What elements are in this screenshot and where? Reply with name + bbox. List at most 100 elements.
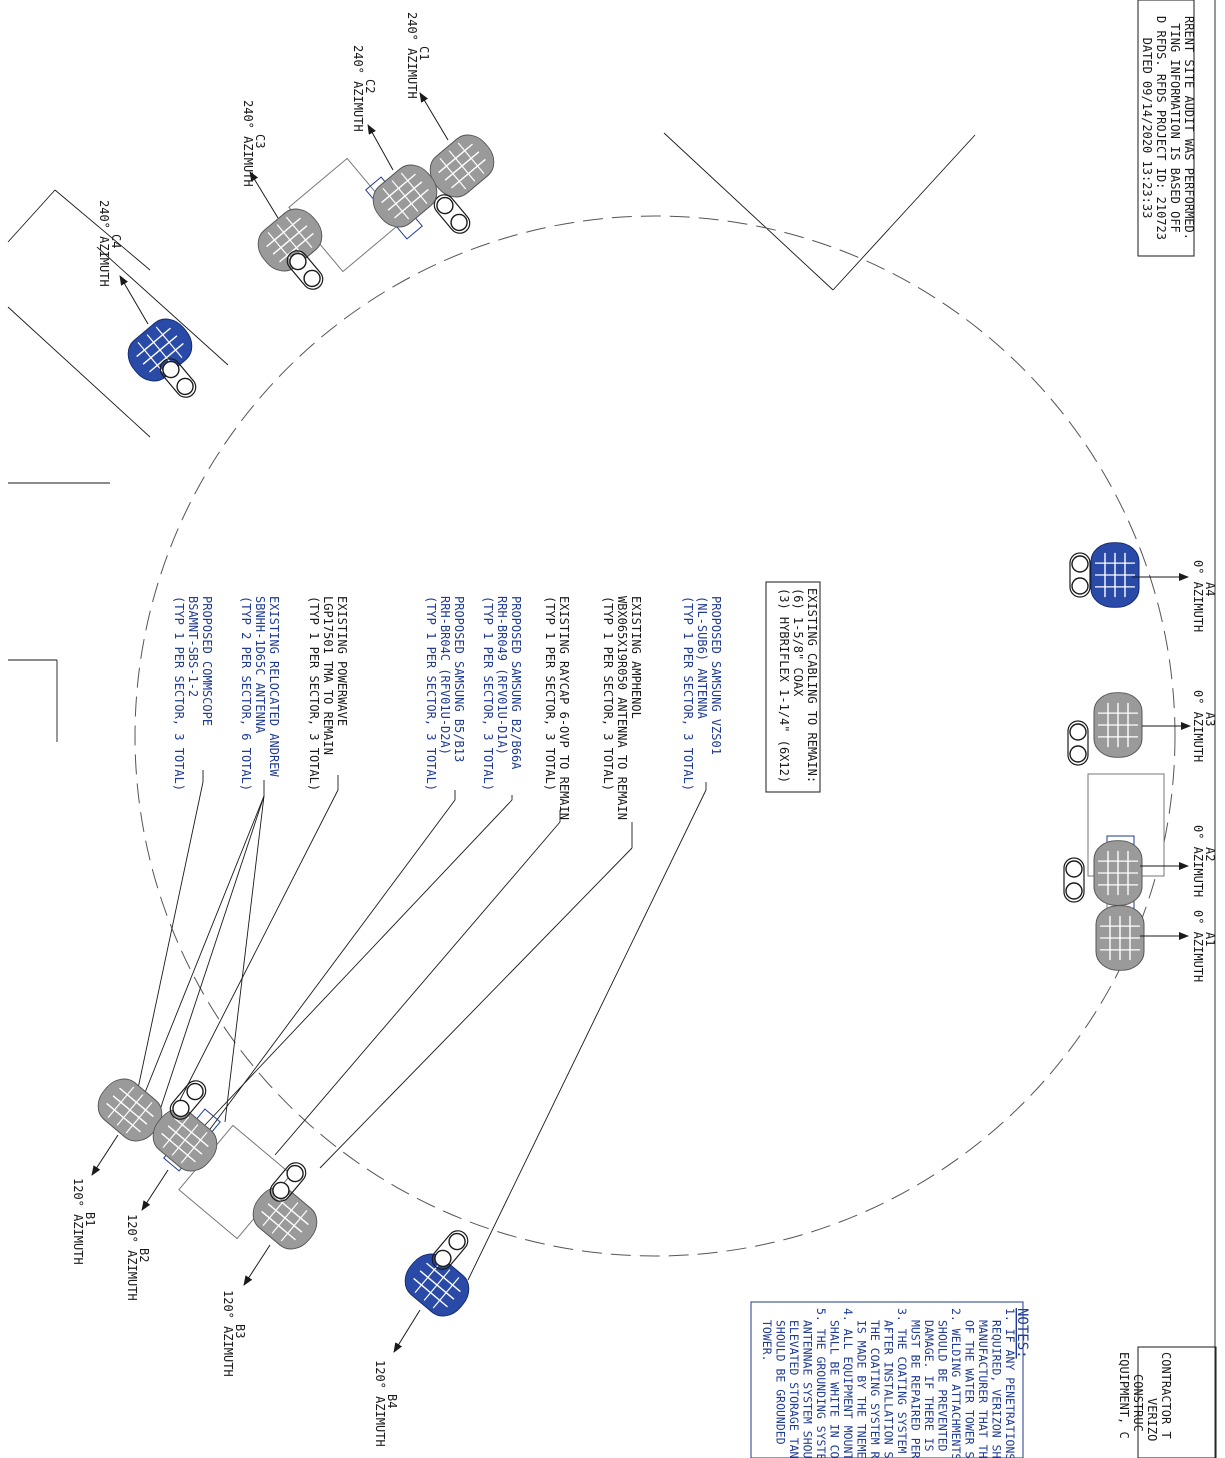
svg-text:(TYP 1 PER SECTOR, 3 TOTAL): (TYP 1 PER SECTOR, 3 TOTAL)	[172, 596, 186, 791]
notes-line: SHOULD BE PREVENTED	[936, 1320, 950, 1452]
cable-loops	[429, 190, 475, 238]
notes-line: TOWER.	[760, 1320, 774, 1362]
callout-amphenol: EXISTING AMPHENOL WBX065X19R050 ANTENNA …	[601, 596, 643, 820]
svg-text:120° AZIMUTH: 120° AZIMUTH	[71, 1178, 85, 1265]
azimuth-arrow	[141, 1169, 169, 1211]
svg-text:BSAMNT-SBS-1-2: BSAMNT-SBS-1-2	[186, 596, 200, 697]
svg-text:B3: B3	[233, 1324, 247, 1338]
label-a1: A1 0° AZIMUTH	[1191, 910, 1217, 982]
antenna-a2	[1093, 840, 1143, 906]
svg-text:A4: A4	[1203, 582, 1217, 596]
cabling-note-line: (3) HYBRIFLEX 1-1/4" (6X12)	[777, 588, 791, 783]
svg-text:(NL-SUB6) ANTENNA: (NL-SUB6) ANTENNA	[695, 596, 709, 720]
callout-samsung-vzs01: PROPOSED SAMSUNG VZS01 (NL-SUB6) ANTENNA…	[681, 596, 723, 791]
label-a3: A3 0° AZIMUTH	[1191, 690, 1217, 762]
svg-text:120° AZIMUTH: 120° AZIMUTH	[125, 1214, 139, 1301]
svg-text:WBX065X19R050 ANTENNA TO REMAI: WBX065X19R050 ANTENNA TO REMAIN	[615, 596, 629, 820]
svg-text:C2: C2	[363, 79, 377, 93]
cable-loops	[1063, 857, 1085, 903]
antenna-a3	[1093, 692, 1143, 758]
svg-text:A3: A3	[1203, 712, 1217, 726]
svg-text:A1: A1	[1203, 932, 1217, 946]
callout-commscope-mount: PROPOSED COMMSCOPE BSAMNT-SBS-1-2 (TYP 1…	[172, 596, 214, 791]
contractor-note-box: CONTRACTOR T VERIZO CONSTRUC EQUIPMENT, …	[1117, 1346, 1217, 1458]
label-c2: C2 240° AZIMUTH	[351, 45, 377, 132]
callout-raycap: EXISTING RAYCAP 6-OVP TO REMAIN (TYP 1 P…	[543, 596, 571, 820]
notes-line: ANTENNAE SYSTEM SHOU	[801, 1320, 815, 1458]
azimuth-arrow	[393, 1309, 421, 1353]
label-b1: B1 120° AZIMUTH	[71, 1178, 97, 1265]
label-a2: A2 0° AZIMUTH	[1191, 825, 1217, 897]
sector-a: A4 0° AZIMUTH A3 0° AZIMUTH A2 0° AZIMUT…	[1063, 542, 1217, 982]
svg-text:(TYP 2 PER SECTOR, 6 TOTAL): (TYP 2 PER SECTOR, 6 TOTAL)	[239, 596, 253, 791]
audit-note-line: TING INFORMATION IS BASED OFF	[1168, 23, 1182, 233]
contractor-note-line: CONTRACTOR T	[1159, 1352, 1173, 1439]
notes-box: NOTES: 1. IF ANY PENETRATIONS TREQUIRED,…	[750, 1301, 1030, 1458]
notes-line: MANUFACTURER THAT TH	[976, 1320, 990, 1458]
notes-line: AFTER INSTALLATION SO	[882, 1320, 896, 1458]
audit-note-line: RRENT SITE AUDIT WAS PERFORMED.	[1182, 16, 1196, 240]
svg-text:PROPOSED SAMSUNG B2/B66A: PROPOSED SAMSUNG B2/B66A	[509, 596, 523, 770]
notes-line: 5. THE GROUNDING SYSTE	[814, 1308, 828, 1458]
svg-text:C3: C3	[253, 134, 267, 148]
notes-line: 1. IF ANY PENETRATIONS T	[1003, 1308, 1017, 1458]
svg-text:B2: B2	[137, 1248, 151, 1262]
svg-text:0° AZIMUTH: 0° AZIMUTH	[1191, 690, 1205, 762]
svg-text:B4: B4	[385, 1394, 399, 1408]
notes-line: ELEVATED STORAGE TANK	[787, 1320, 801, 1458]
cable-loops	[427, 1226, 473, 1274]
audit-note-line: DATED 09/14/2020 13:23:33	[1140, 38, 1154, 219]
svg-text:EXISTING AMPHENOL: EXISTING AMPHENOL	[629, 596, 643, 719]
svg-text:(TYP 1 PER SECTOR, 3 TOTAL): (TYP 1 PER SECTOR, 3 TOTAL)	[601, 596, 615, 791]
svg-text:240° AZIMUTH: 240° AZIMUTH	[405, 12, 419, 99]
tower-outline	[134, 215, 1176, 1257]
svg-text:EXISTING RELOCATED ANDREW: EXISTING RELOCATED ANDREW	[267, 596, 281, 777]
antenna-a4	[1090, 542, 1140, 608]
svg-text:LGP17501 TMA TO REMAIN: LGP17501 TMA TO REMAIN	[321, 596, 335, 755]
svg-text:240° AZIMUTH: 240° AZIMUTH	[351, 45, 365, 132]
svg-text:(TYP 1 PER SECTOR, 3 TOTAL): (TYP 1 PER SECTOR, 3 TOTAL)	[681, 596, 695, 791]
svg-text:PROPOSED SAMSUNG VZS01: PROPOSED SAMSUNG VZS01	[709, 596, 723, 755]
callout-list: PROPOSED SAMSUNG VZS01 (NL-SUB6) ANTENNA…	[172, 596, 723, 820]
svg-text:240° AZIMUTH: 240° AZIMUTH	[97, 200, 111, 287]
notes-line: SHALL BE WHITE IN COL	[828, 1320, 842, 1458]
svg-text:PROPOSED COMMSCOPE: PROPOSED COMMSCOPE	[200, 596, 214, 726]
notes-line: OF THE WATER TOWER S	[963, 1320, 977, 1458]
notes-heading: NOTES:	[1014, 1308, 1030, 1359]
cable-loops	[1067, 720, 1089, 766]
notes-line: DAMAGE. IF THERE IS DA	[922, 1320, 936, 1458]
audit-note-line: D RFDS. RFDS PROJECT ID: 210723	[1154, 16, 1168, 240]
cabling-note-line: (6) 1-5/8" COAX	[791, 588, 805, 697]
svg-text:C4: C4	[109, 234, 123, 248]
azimuth-arrow	[249, 171, 279, 219]
svg-text:(TYP 1 PER SECTOR, 3 TOTAL): (TYP 1 PER SECTOR, 3 TOTAL)	[543, 596, 557, 791]
azimuth-arrow	[243, 1244, 271, 1286]
svg-text:(TYP 1 PER SECTOR, 3 TOTAL): (TYP 1 PER SECTOR, 3 TOTAL)	[424, 596, 438, 791]
svg-text:C1: C1	[417, 46, 431, 60]
azimuth-arrow	[419, 92, 449, 141]
antenna-a1	[1095, 905, 1145, 971]
svg-text:(TYP 1 PER SECTOR, 3 TOTAL): (TYP 1 PER SECTOR, 3 TOTAL)	[481, 596, 495, 791]
svg-text:0° AZIMUTH: 0° AZIMUTH	[1191, 560, 1205, 632]
antenna-c4	[119, 310, 201, 390]
svg-text:PROPOSED SAMSUNG B5/B13: PROPOSED SAMSUNG B5/B13	[452, 596, 466, 762]
svg-text:240° AZIMUTH: 240° AZIMUTH	[241, 100, 255, 187]
contractor-note-line: VERIZO	[1145, 1398, 1159, 1441]
callout-samsung-b5-b13: PROPOSED SAMSUNG B5/B13 RRH-BR04C (RFV01…	[424, 596, 466, 791]
contractor-note-line: EQUIPMENT, C	[1117, 1352, 1131, 1439]
callout-samsung-b2-b66a: PROPOSED SAMSUNG B2/B66A RRH-BR049 (RFV0…	[481, 596, 523, 791]
sector-b: B1 120° AZIMUTH B2 120° AZIMUTH B3 120° …	[71, 1070, 478, 1447]
svg-text:SBNHH-1D65C ANTENNA: SBNHH-1D65C ANTENNA	[253, 596, 267, 734]
cabling-note-box: EXISTING CABLING TO REMAIN: (6) 1-5/8" C…	[765, 581, 821, 793]
label-b3: B3 120° AZIMUTH	[221, 1290, 247, 1377]
label-c4: C4 240° AZIMUTH	[97, 200, 123, 287]
cable-loops	[165, 1076, 211, 1124]
label-c3: C3 240° AZIMUTH	[241, 100, 267, 187]
azimuth-arrow	[119, 275, 149, 325]
notes-line: IS MADE BY THE TNEME	[855, 1320, 869, 1458]
svg-text:B1: B1	[83, 1212, 97, 1226]
callout-andrew-antenna: EXISTING RELOCATED ANDREW SBNHH-1D65C AN…	[239, 596, 281, 791]
label-c1: C1 240° AZIMUTH	[405, 12, 431, 99]
cable-loops	[1069, 552, 1091, 598]
